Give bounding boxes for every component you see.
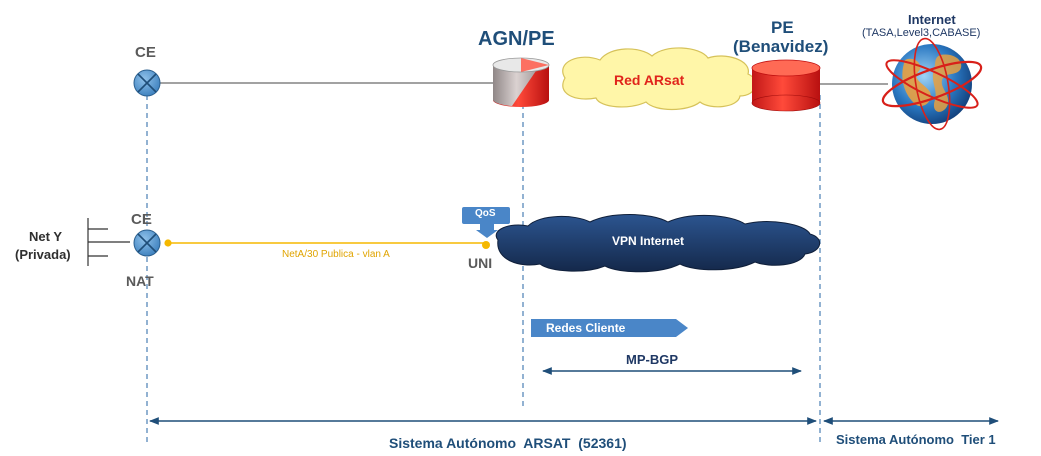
internet-providers: (TASA,Level3,CABASE) [862,27,981,39]
pe-benavidez-router [751,59,821,112]
ce-bottom-label: CE [131,211,152,228]
pe-label: PE [771,18,794,37]
redes-cliente-tag [531,319,688,337]
ce-top-router-icon [133,69,161,97]
qos-tag [462,207,510,238]
internet-globe-icon [881,37,983,131]
ce-top-label: CE [135,44,156,61]
agn-pe-router [492,57,550,107]
vpn-internet-cloud [495,214,820,273]
redes-cliente-label: Redes Cliente [546,321,626,335]
net-y-bracket [87,218,130,266]
red-arsat-label: Red ARsat [614,72,685,88]
uni-label: UNI [468,255,493,271]
as-arsat-label: Sistema Autónomo ARSAT (52361) [389,435,627,451]
pe-location-label: (Benavidez) [733,37,829,56]
mp-bgp-label: MP-BGP [626,352,678,367]
access-link-start-dot [164,239,172,247]
agn-pe-label: AGN/PE [478,28,555,50]
nat-label: NAT [126,273,154,289]
access-link-label: NetA/30 Publica - vlan A [282,249,390,260]
net-y-label: Net Y [29,229,62,244]
vpn-internet-label: VPN Internet [612,234,685,248]
qos-label: QoS [475,208,496,219]
internet-title: Internet [908,12,956,27]
as-tier1-label: Sistema Autónomo Tier 1 [836,432,996,447]
net-y-privada-label: (Privada) [15,247,71,262]
ce-bottom-router-icon [133,229,161,257]
uni-dot [482,241,490,249]
